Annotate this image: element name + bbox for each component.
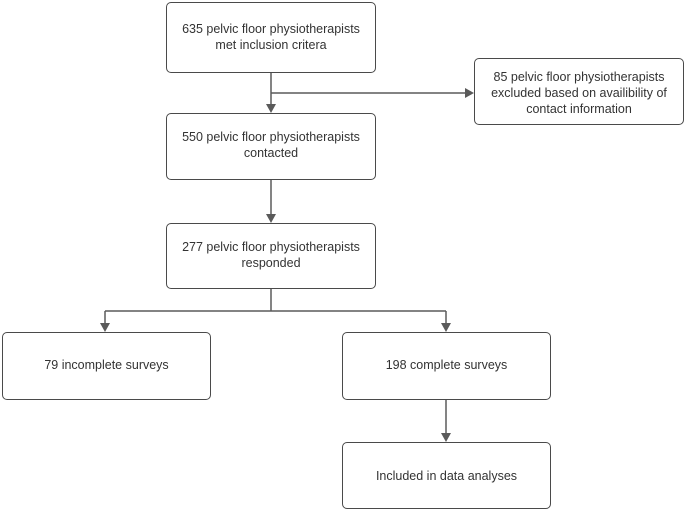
arrowhead-complete [441,323,451,332]
box-excluded-line2: excluded based on availibility of [491,86,667,100]
box-met-inclusion-criteria-line2: met inclusion critera [215,38,327,52]
box-responded-line2: responded [241,256,301,270]
arrowhead-incomplete [100,323,110,332]
box-excluded-line1: 85 pelvic floor physiotherapists [493,70,665,84]
box-responded: 277 pelvic floor physiotherapists respon… [166,223,376,289]
box-contacted-line1: 550 pelvic floor physiotherapists [182,130,360,144]
box-contacted: 550 pelvic floor physiotherapists contac… [166,113,376,180]
box-complete-surveys: 198 complete surveys [342,332,551,400]
box-responded-line1: 277 pelvic floor physiotherapists [182,240,360,254]
box-incomplete-surveys-label: 79 incomplete surveys [44,358,169,372]
arrowhead-included [441,433,451,442]
box-excluded: 85 pelvic floor physiotherapists exclude… [474,58,684,125]
arrowhead-responded [266,214,276,223]
box-met-inclusion-criteria-line1: 635 pelvic floor physiotherapists [182,22,360,36]
box-included-in-analyses-label: Included in data analyses [375,469,518,483]
box-excluded-line3: contact information [526,102,632,116]
box-contacted-line2: contacted [243,146,299,160]
box-complete-surveys-label: 198 complete surveys [385,358,508,372]
box-incomplete-surveys: 79 incomplete surveys [2,332,211,400]
arrowhead-contacted [266,104,276,113]
box-met-inclusion-criteria: 635 pelvic floor physiotherapists met in… [166,2,376,73]
arrowhead-excluded [465,88,474,98]
box-included-in-analyses: Included in data analyses [342,442,551,509]
